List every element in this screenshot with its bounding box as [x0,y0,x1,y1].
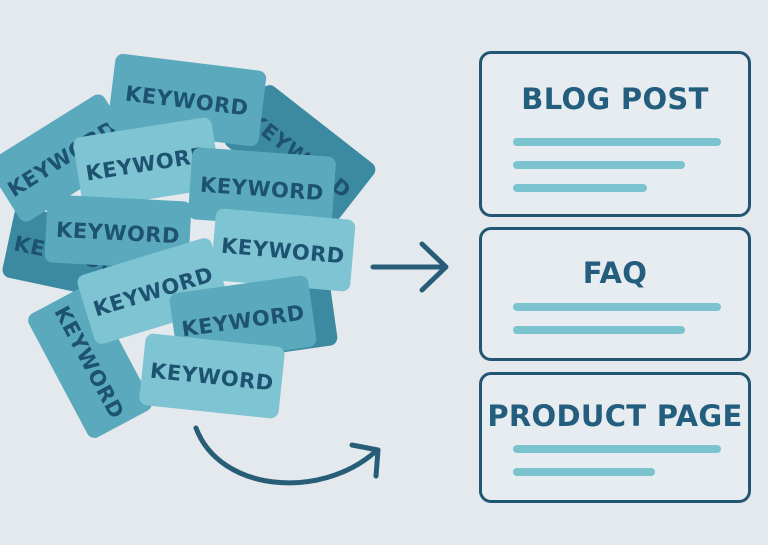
product-page-card: PRODUCT PAGE [479,372,751,503]
faq-card: FAQ [479,227,751,361]
card-title: PRODUCT PAGE [487,399,743,433]
text-line [513,138,721,146]
text-line [513,326,685,334]
card-title: FAQ [582,256,648,290]
text-line [513,468,655,476]
keyword-tag: KEYWORD [139,333,285,419]
card-title: BLOG POST [521,82,709,116]
curved-arrow-icon [193,425,381,486]
text-line [513,184,647,192]
keyword-tag: KEYWORD [188,147,336,229]
keyword-tag: KEYWORD [44,194,192,270]
keyword-tag: KEYWORD [107,53,267,147]
blog-post-card: BLOG POST [479,51,751,217]
text-line [513,445,721,453]
keyword-tag: KEYWORD [210,208,356,292]
text-line [513,303,721,311]
keyword-tag: KEYWORD [73,117,221,209]
text-line [513,161,685,169]
arrow-right-icon [370,241,449,293]
